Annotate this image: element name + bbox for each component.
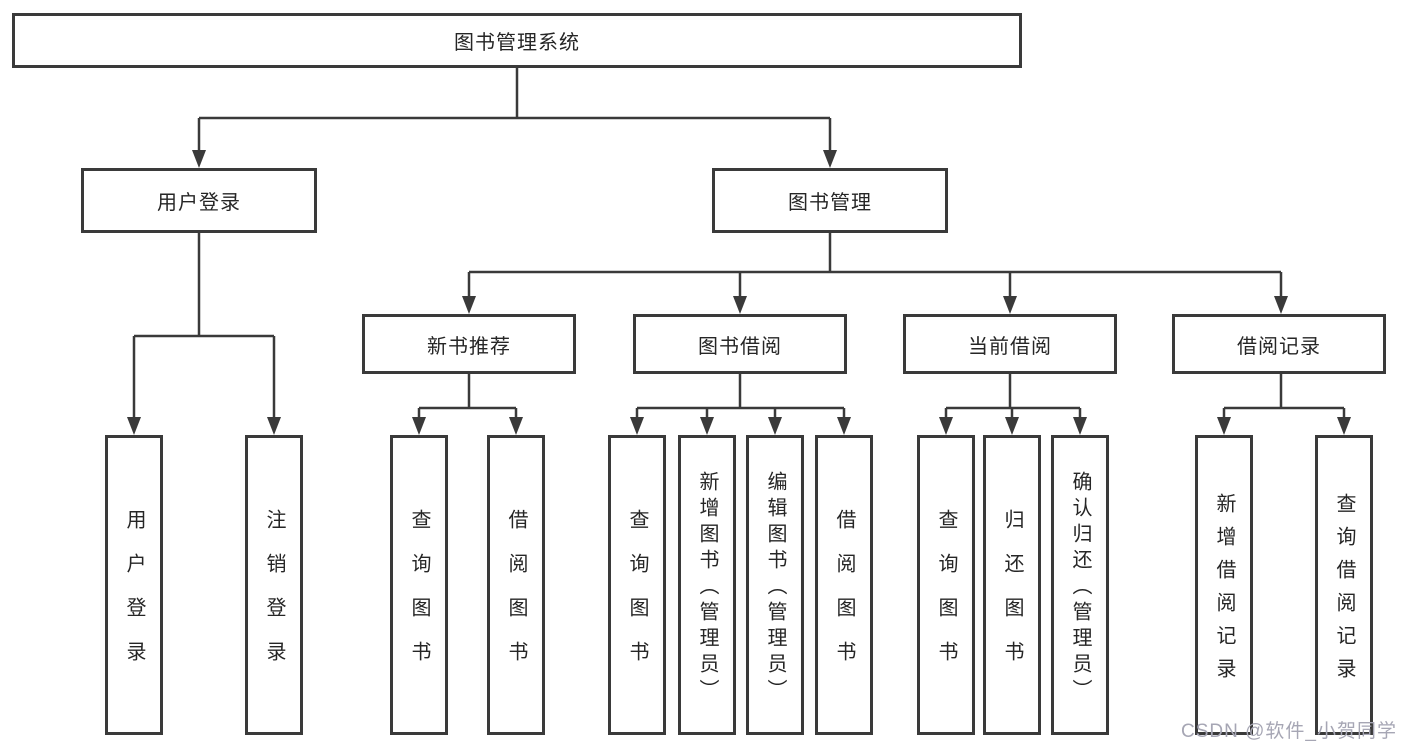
leaf-label: 借阅图书: [505, 509, 527, 685]
leaf-label: 查询借阅记录: [1333, 492, 1355, 691]
node-new-book-recommendation: 新书推荐: [362, 314, 576, 374]
leaf-label: 新增借阅记录: [1213, 492, 1235, 691]
leaf-label: 借阅图书: [833, 509, 855, 685]
leaf-label: 新增图书（管理员）: [696, 471, 718, 705]
watermark: CSDN @软件_小贺同学: [1181, 721, 1397, 742]
leaf-query-books-borrowing: 查询图书: [608, 435, 666, 735]
node-book-borrowing: 图书借阅: [633, 314, 847, 374]
leaf-label: 查询图书: [408, 509, 430, 685]
leaf-label: 注销登录: [263, 509, 285, 685]
leaf-borrow-books-borrowing: 借阅图书: [815, 435, 873, 735]
leaf-query-books-recommend: 查询图书: [390, 435, 448, 735]
leaf-return-books: 归还图书: [983, 435, 1041, 735]
leaf-logout: 注销登录: [245, 435, 303, 735]
leaf-edit-book-admin: 编辑图书（管理员）: [746, 435, 804, 735]
node-user-login-branch: 用户登录: [81, 168, 317, 233]
leaf-label: 查询图书: [935, 509, 957, 685]
leaf-label: 确认归还（管理员）: [1069, 471, 1091, 705]
leaf-label: 编辑图书（管理员）: [764, 471, 786, 705]
leaf-query-borrow-record: 查询借阅记录: [1315, 435, 1373, 735]
leaf-add-borrow-record: 新增借阅记录: [1195, 435, 1253, 735]
node-borrowing-records: 借阅记录: [1172, 314, 1386, 374]
leaf-add-book-admin: 新增图书（管理员）: [678, 435, 736, 735]
leaf-confirm-return-admin: 确认归还（管理员）: [1051, 435, 1109, 735]
leaf-query-books-current: 查询图书: [917, 435, 975, 735]
leaf-borrow-books-recommend: 借阅图书: [487, 435, 545, 735]
leaf-label: 查询图书: [626, 509, 648, 685]
leaf-label: 用户登录: [123, 509, 145, 685]
node-current-borrowing: 当前借阅: [903, 314, 1117, 374]
node-library-management-system: 图书管理系统: [12, 13, 1022, 68]
leaf-user-login: 用户登录: [105, 435, 163, 735]
leaf-label: 归还图书: [1001, 509, 1023, 685]
node-book-management: 图书管理: [712, 168, 948, 233]
